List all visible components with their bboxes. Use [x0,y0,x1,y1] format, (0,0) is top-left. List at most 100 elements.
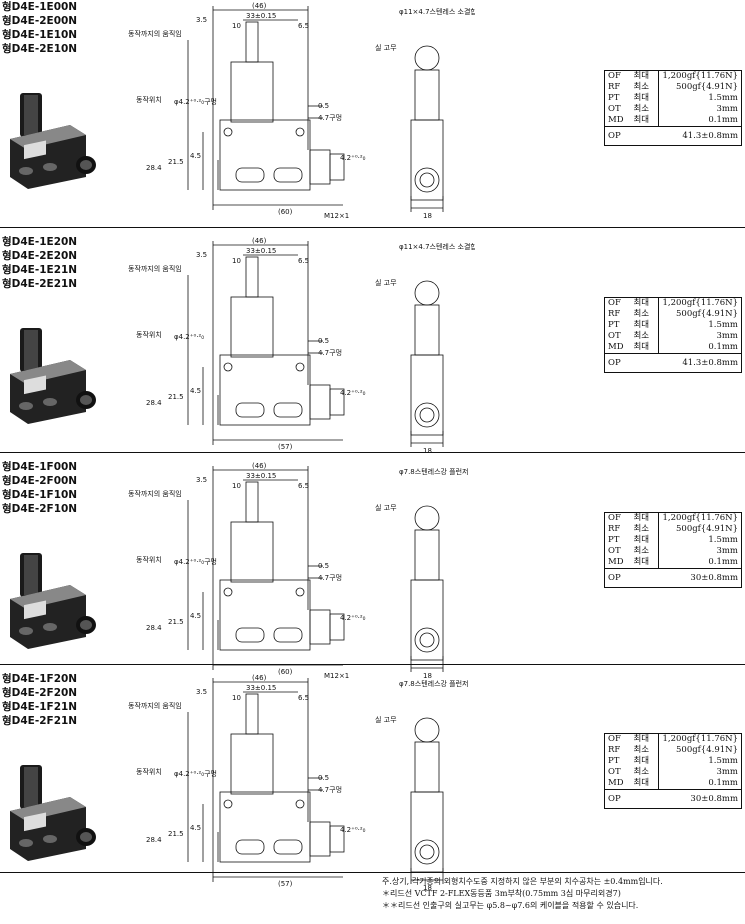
spec-cell: 1.5mm [708,320,738,330]
spec-cell: 최대 [630,734,660,745]
dim-10: 10 [232,22,241,30]
dim-bottom: (60) [278,668,293,676]
dim-4-7: 4.7구멍 [318,573,342,582]
dim-3-5: 3.5 [196,688,207,696]
dim-4-7: 4.7구멍 [318,785,342,794]
dim-thread: M12×1 [324,672,349,680]
product-photo [10,553,96,649]
side-drawing: φ7.8스텐레스강 플런저 실 고무 18 [375,467,469,680]
spec-cell: OT [608,331,621,341]
label-position: 동작위치 [136,555,162,564]
dim-bottom: (60) [278,208,293,216]
spec-cell: 최대 [630,342,660,354]
dim-hole: φ4.2⁺⁰·²₀구멍 [174,97,217,106]
spec-cell: PT [608,535,620,545]
label-travel: 동작까지의 움직임 [128,489,182,498]
dim-33: 33±0.15 [246,247,276,255]
dim-hole-2: 4.2⁺⁰·²₀ [340,389,366,397]
dim-28-4: 28.4 [146,836,162,844]
spec-cell: 1.5mm [708,535,738,545]
spec-cell: RF [608,524,621,534]
spec-cell: 0.1mm [708,557,738,567]
front-drawing: (46) 3.5 10 33±0.15 6.5 동작까지의 움직임 동작위치 φ… [128,2,366,220]
spec-cell: 최소 [630,524,660,535]
spec-cell: 최대 [630,513,660,524]
model-name: 형D4E-1E21N [2,264,78,276]
label-position: 동작위치 [136,330,162,339]
note-2: ＊리드선 VCTF 2-FLEX동등품 3m부착(0.75mm 3심 마무리외경… [382,889,621,898]
spec-cell: MD [608,778,624,788]
label-travel: 동작까지의 움직임 [128,29,182,38]
spec-cell: MD [608,342,624,352]
label-travel: 동작까지의 움직임 [128,264,182,273]
model-name: 형D4E-2E21N [2,278,78,290]
model-list: 형D4E-1E00N 형D4E-2E00N 형D4E-1E10N 형D4E-2E… [2,0,77,56]
spec-cell: 0.1mm [708,342,738,352]
note-1: 주.상기, 각기종의 외형치수도중 지정하지 않은 부분의 치수공차는 ±0.4… [382,877,663,886]
front-drawing: (46) 3.5 10 33±0.15 6.5 동작까지의 움직임 동작위치 φ… [128,462,366,680]
spec-cell: 1,200gf{11.76N} [662,513,738,523]
dim-hole: φ4.2⁺⁰·²₀구멍 [174,769,217,778]
model-name: 형D4E-2F21N [2,715,78,727]
dim-thread: M12×1 [324,212,349,220]
label-seal: 실 고무 [375,715,397,724]
dim-28-4: 28.4 [146,624,162,632]
spec-cell [630,126,659,145]
label-travel: 동작까지의 움직임 [128,701,182,710]
spec-cell: OP [605,568,631,587]
model-name: 형D4E-1F10N [2,489,78,501]
dim-6-5: 6.5 [298,694,309,702]
spec-cell: 최소 [630,331,660,342]
dim-total: (46) [252,237,267,245]
spec-cell: OF [608,298,621,308]
spec-cell: 최대 [630,320,660,331]
dim-4-7: 4.7구멍 [318,113,342,122]
spec-cell [630,789,659,808]
spec-cell: PT [608,93,620,103]
spec-cell: 500gf{4.91N} [676,524,738,534]
model-name: 형D4E-1F20N [2,673,78,685]
dim-21-5: 21.5 [168,830,184,838]
spec-cell: OF [608,734,621,744]
dim-width: 18 [423,672,432,680]
side-drawing: φ11×4.7스텐레스 소결합금롤러 실 고무 18 [375,7,475,220]
dim-hole: φ4.2⁺⁰·²₀ [174,333,204,341]
spec-cell: 41.3±0.8mm [658,126,741,145]
section-divider [0,227,745,228]
spec-cell: 3mm [716,104,738,114]
spec-cell: 최소 [630,104,660,115]
spec-cell: 최대 [630,756,660,767]
model-name: 형D4E-1E10N [2,29,78,41]
dim-hole-2: 4.2⁺⁰·²₀ [340,614,366,622]
model-name: 형D4E-2F00N [2,475,78,487]
spec-cell: OT [608,546,621,556]
model-name: 형D4E-2E10N [2,43,78,55]
spec-cell: 500gf{4.91N} [676,82,738,92]
spec-cell: 500gf{4.91N} [676,745,738,755]
product-photo [10,328,96,424]
spec-cell: MD [608,557,624,567]
model-name: 형D4E-1E00N [2,1,78,13]
dim-total: (46) [252,674,267,682]
spec-cell: 최대 [630,115,660,127]
spec-cell [630,568,659,587]
dim-21-5: 21.5 [168,618,184,626]
spec-cell: RF [608,309,621,319]
dim-10: 10 [232,694,241,702]
spec-cell: OP [605,353,631,372]
section-divider [0,452,745,453]
dim-0-5: 0.5 [318,102,329,110]
